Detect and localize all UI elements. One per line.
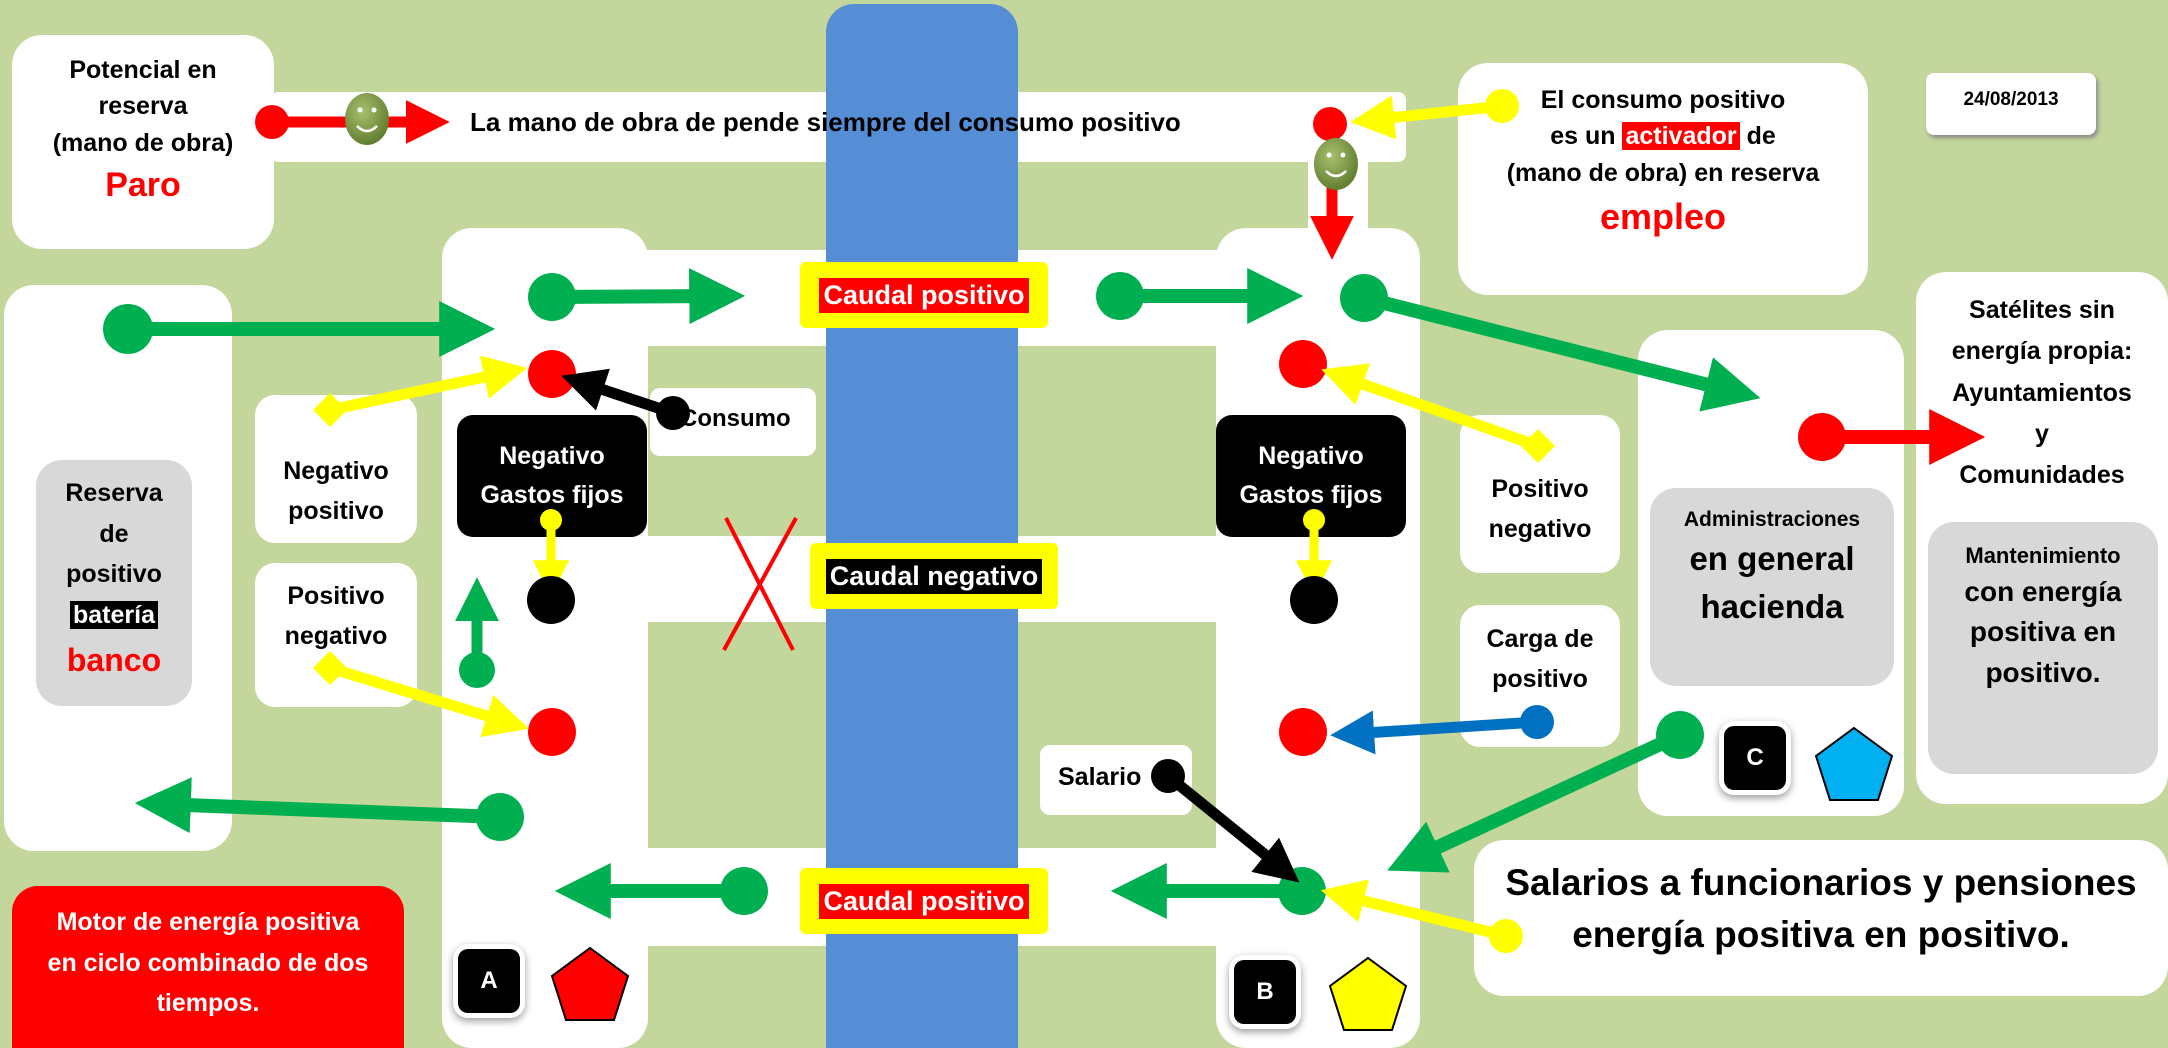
mantenimiento-line4: positivo.	[1985, 657, 2101, 689]
mantenimiento-line2: con energía	[1964, 575, 2122, 607]
paro-line1: Potencial en	[69, 56, 217, 84]
pos-neg-right-text: Positivo negativo	[1460, 469, 1620, 549]
caudal-negativo-badge: Caudal negativo	[810, 543, 1058, 609]
mantenimiento-grey-box	[1928, 522, 2158, 774]
green-flow-arrows	[103, 268, 1761, 919]
caudal-negativo-label: Caudal negativo	[825, 558, 1043, 594]
admin-grey-box	[1650, 488, 1894, 686]
yellow-flow-arrows	[313, 355, 1555, 953]
consumo-label: Consumo	[680, 405, 791, 432]
empleo-line2: es un activador de	[1458, 118, 1868, 154]
gastos-right-line2: Gastos fijos	[1239, 481, 1383, 509]
admin-line1: Administraciones	[1683, 508, 1861, 531]
pos-neg-left-line1: Positivo	[287, 582, 385, 610]
satelites-text: Satélites sin energía propia: Ayuntamien…	[1916, 290, 2168, 496]
pentagon-icon	[1814, 726, 1894, 801]
activador-highlight: activador	[1622, 122, 1740, 151]
admin-text: Administraciones en general hacienda	[1650, 505, 1894, 631]
reserva-line1: Reserva	[65, 479, 163, 507]
empleo-yellow-arrow	[1350, 89, 1519, 140]
top-banner-text: La mano de obra de pende siempre del con…	[470, 107, 1181, 137]
empleo-line2-c: de	[1739, 122, 1776, 151]
paro-line3: (mano de obra)	[52, 128, 234, 157]
cross-icon	[722, 517, 798, 651]
satelites-line4: y	[2035, 419, 2049, 448]
smiley-face-icon	[1314, 138, 1358, 190]
empleo-line2-a: es un	[1550, 122, 1623, 151]
salarios-line2: energía positiva en positivo.	[1572, 913, 2070, 955]
caudal-positivo-top-label: Caudal positivo	[819, 277, 1029, 313]
empleo-box	[1458, 63, 1868, 295]
carga-blue-arrow	[1330, 705, 1554, 755]
reserva-text: Reserva de positivo batería banco	[36, 473, 192, 687]
mantenimiento-text: Mantenimiento con energía positiva en po…	[1928, 540, 2158, 694]
gastos-right-line1: Negativo	[1258, 442, 1364, 471]
caudal-positivo-bottom-badge: Caudal positivo	[800, 868, 1048, 934]
caudal-positivo-top-badge: Caudal positivo	[800, 262, 1048, 328]
motor-line2: en ciclo combinado de dos	[47, 948, 369, 977]
carga-line1: Carga de	[1486, 625, 1594, 653]
satelites-line1: Satélites sin	[1969, 296, 2115, 324]
motor-box	[12, 886, 404, 1048]
mantenimiento-line1: Mantenimiento	[1965, 543, 2121, 568]
paro-line2: reserva	[98, 92, 188, 121]
pentagon-icon	[550, 946, 630, 1021]
pentagon-icon	[1328, 956, 1408, 1031]
reserva-line2: de	[99, 519, 129, 548]
carga-line2: positivo	[1492, 665, 1588, 693]
pos-neg-left-text: Positivo negativo	[255, 576, 417, 656]
empleo-line1: El consumo positivo	[1540, 86, 1786, 114]
caudal-positivo-bottom-label: Caudal positivo	[819, 883, 1029, 919]
pos-neg-right-line1: Positivo	[1491, 475, 1589, 503]
salario-label: Salario	[1058, 763, 1142, 791]
paro-text: Potencial en reserva (mano de obra) Paro	[12, 52, 274, 210]
key-a: A	[458, 949, 520, 1013]
pos-neg-right-line2: negativo	[1488, 515, 1592, 543]
motor-text: Motor de energía positiva en ciclo combi…	[12, 902, 404, 1024]
motor-line1: Motor de energía positiva	[56, 908, 360, 936]
empleo-line3: (mano de obra) en reserva	[1506, 158, 1820, 187]
paro-box	[12, 35, 274, 249]
reserva-line3: positivo	[66, 560, 162, 588]
bateria-highlight: batería	[70, 600, 158, 629]
date-box	[1926, 73, 2096, 135]
smiley-face-icon	[345, 93, 389, 145]
salarios-line1: Salarios a funcionarios y pensiones	[1505, 862, 2137, 903]
satelites-line2: energía propia:	[1951, 337, 2133, 366]
black-flow-arrows	[527, 368, 1338, 883]
key-b: B	[1234, 960, 1296, 1024]
satelites-line3: Ayuntamientos	[1952, 378, 2132, 407]
reserva-line4: batería	[36, 595, 192, 636]
gastos-left-line1: Negativo	[499, 442, 605, 471]
admin-line2: en general	[1689, 540, 1855, 578]
carga-text: Carga de positivo	[1460, 619, 1620, 699]
reserva-grey-box	[36, 460, 192, 706]
gastos-left-line2: Gastos fijos	[480, 481, 624, 509]
paro-title: Paro	[105, 165, 181, 204]
mantenimiento-line3: positiva en	[1969, 616, 2117, 648]
neg-pos-text: Negativo positivo	[255, 451, 417, 531]
satelites-line5: Comunidades	[1959, 461, 2125, 489]
salarios-text: Salarios a funcionarios y pensiones ener…	[1474, 857, 2168, 961]
admin-line3: hacienda	[1700, 588, 1844, 626]
key-c: C	[1724, 726, 1786, 790]
activator-red-dot	[1313, 107, 1347, 141]
banco-title: banco	[66, 642, 162, 678]
neg-pos-line1: Negativo	[283, 457, 389, 485]
pos-neg-left-line2: negativo	[284, 622, 388, 650]
satellite-red-arrow	[1798, 409, 1986, 465]
empleo-text: El consumo positivo es un activador de (…	[1458, 82, 1868, 243]
neg-pos-line2: positivo	[288, 497, 384, 525]
empleo-title: empleo	[1599, 195, 1727, 237]
date-label: 24/08/2013	[1963, 89, 2059, 110]
salarios-box	[1474, 840, 2168, 996]
motor-line3: tiempos.	[156, 989, 260, 1017]
paro-red-arrow	[255, 100, 450, 144]
